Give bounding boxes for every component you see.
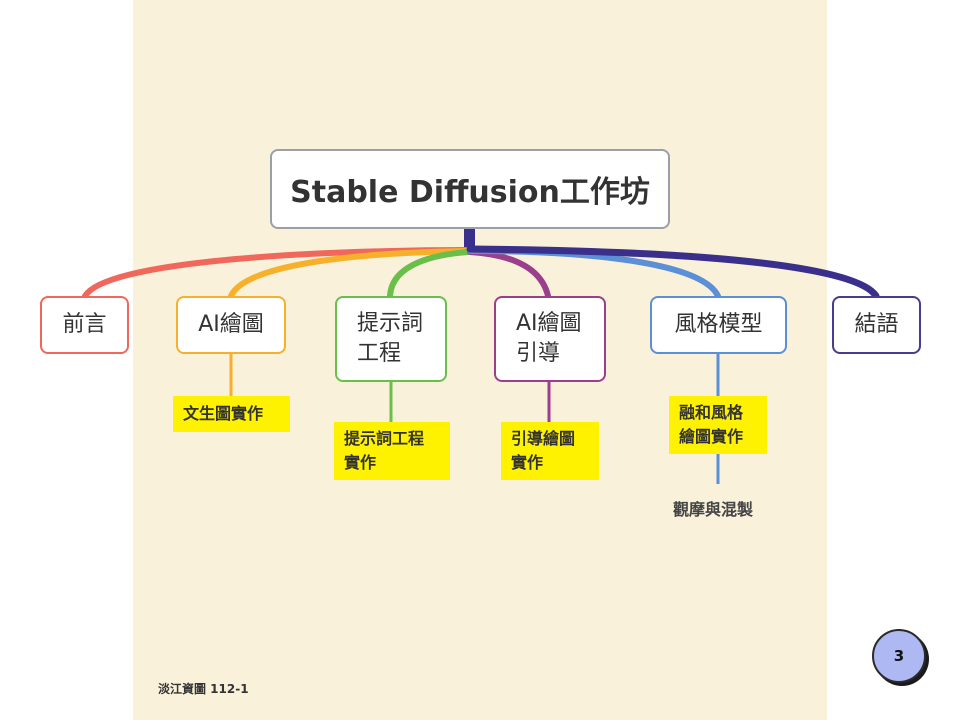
subtopic-label: 融和風格 繪圖實作 (679, 403, 744, 446)
topic-label: 風格模型 (674, 312, 763, 337)
slide-background (133, 0, 827, 720)
trunk-connector (464, 229, 475, 249)
subtopic-text-to-image[interactable]: 文生圖實作 (173, 396, 290, 432)
branch-line-prompt-eng (387, 249, 471, 299)
subtopic-guidance-practice[interactable]: 引導繪圖 實作 (501, 422, 599, 480)
subtopic-label: 引導繪圖 實作 (511, 429, 576, 472)
branch-line-ai-guidance (467, 249, 551, 299)
root-topic[interactable]: Stable Diffusion工作坊 (270, 149, 670, 229)
topic-label: 前言 (62, 312, 107, 337)
page-number: 3 (893, 647, 905, 665)
branch-line-preface (82, 247, 471, 299)
footer-text: 淡江資圖 112-1 (158, 682, 249, 696)
page-number-badge: 3 (872, 629, 926, 683)
topic-style-model[interactable]: 風格模型 (650, 296, 787, 354)
root-topic-label: Stable Diffusion工作坊 (290, 175, 650, 210)
subtopic-observe-remix[interactable]: 觀摩與混製 (673, 496, 753, 520)
branch-line-ai-drawing (228, 248, 471, 299)
topic-ai-drawing[interactable]: AI繪圖 (176, 296, 286, 354)
topic-label: AI繪圖 (198, 312, 264, 337)
topic-label: 結語 (854, 312, 899, 337)
subtopic-prompt-practice[interactable]: 提示詞工程 實作 (334, 422, 450, 480)
topic-ai-guidance[interactable]: AI繪圖 引導 (494, 296, 606, 382)
topic-conclusion[interactable]: 結語 (832, 296, 921, 354)
topic-prompt-engineering[interactable]: 提示詞 工程 (335, 296, 447, 382)
subtopic-style-fusion[interactable]: 融和風格 繪圖實作 (669, 396, 767, 454)
subtopic-label: 觀摩與混製 (673, 500, 754, 519)
subtopic-label: 文生圖實作 (183, 404, 264, 423)
topic-label: 提示詞 工程 (357, 311, 424, 366)
branch-line-conclusion (466, 245, 880, 300)
subtopic-label: 提示詞工程 實作 (344, 429, 425, 472)
topic-label: AI繪圖 引導 (516, 311, 582, 366)
topic-preface[interactable]: 前言 (40, 296, 129, 354)
